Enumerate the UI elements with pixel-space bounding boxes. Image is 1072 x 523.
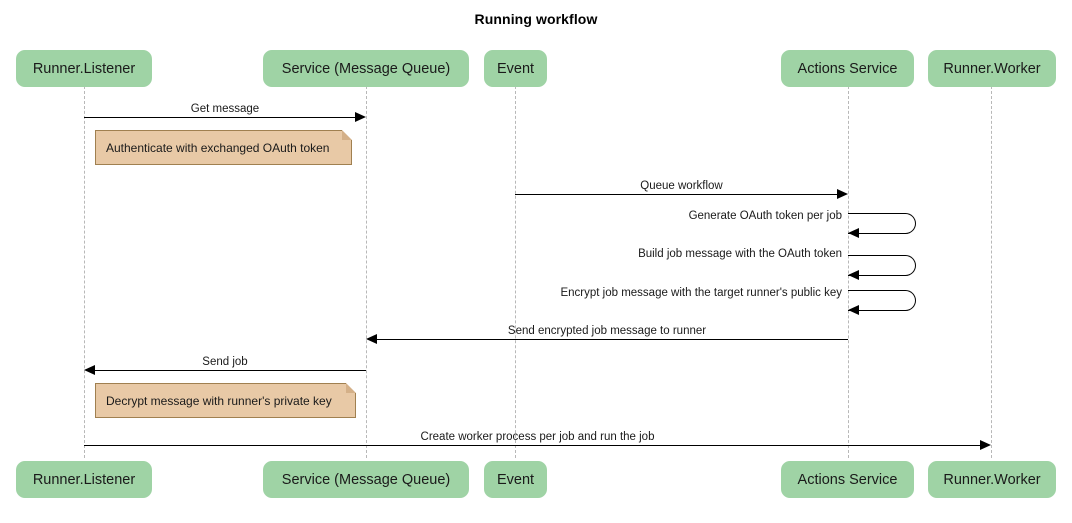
participant-runner-worker-top[interactable]: Runner.Worker <box>928 50 1056 87</box>
arrow-head-send-encrypted-job-message-to-runner <box>366 334 377 344</box>
arrow-head-send-job <box>84 365 95 375</box>
lifeline-runner-worker <box>991 86 992 458</box>
message-line-send-job <box>95 370 366 371</box>
message-label-get-message: Get message <box>190 103 260 115</box>
arrow-head-encrypt-job-message-with-the-target-runners-public-key <box>848 305 859 315</box>
arrow-head-create-worker-process-per-job-and-run-the-job <box>980 440 991 450</box>
note-fold-authenticate <box>342 130 352 140</box>
message-label-generate-oauth-token-per-job: Generate OAuth token per job <box>688 210 842 222</box>
message-label-queue-workflow: Queue workflow <box>640 180 723 192</box>
message-label-send-job: Send job <box>202 356 248 368</box>
diagram-title: Running workflow <box>474 11 598 27</box>
self-loop-build-job-message-with-the-oauth-token <box>848 255 916 276</box>
participant-actions-service-bottom[interactable]: Actions Service <box>781 461 914 498</box>
note-fold-decrypt <box>346 383 356 393</box>
note-decrypt: Decrypt message with runner's private ke… <box>95 383 356 418</box>
message-label-send-encrypted-job-message-to-runner: Send encrypted job message to runner <box>507 325 707 337</box>
participant-event-bottom[interactable]: Event <box>484 461 547 498</box>
participant-runner-worker-bottom[interactable]: Runner.Worker <box>928 461 1056 498</box>
participant-event-top[interactable]: Event <box>484 50 547 87</box>
participant-service-message-queue-top[interactable]: Service (Message Queue) <box>263 50 469 87</box>
message-label-encrypt-job-message-with-the-target-runners-public-key: Encrypt job message with the target runn… <box>560 287 842 299</box>
self-loop-encrypt-job-message-with-the-target-runners-public-key <box>848 290 916 311</box>
arrow-head-get-message <box>355 112 366 122</box>
arrow-head-build-job-message-with-the-oauth-token <box>848 270 859 280</box>
note-authenticate: Authenticate with exchanged OAuth token <box>95 130 352 165</box>
message-line-create-worker-process-per-job-and-run-the-job <box>84 445 980 446</box>
lifeline-service-message-queue <box>366 86 367 458</box>
message-line-send-encrypted-job-message-to-runner <box>377 339 848 340</box>
participant-actions-service-top[interactable]: Actions Service <box>781 50 914 87</box>
arrow-head-queue-workflow <box>837 189 848 199</box>
message-line-queue-workflow <box>515 194 837 195</box>
lifeline-event <box>515 86 516 458</box>
participant-service-message-queue-bottom[interactable]: Service (Message Queue) <box>263 461 469 498</box>
participant-runner-listener-top[interactable]: Runner.Listener <box>16 50 152 87</box>
message-label-build-job-message-with-the-oauth-token: Build job message with the OAuth token <box>638 248 842 260</box>
self-loop-generate-oauth-token-per-job <box>848 213 916 234</box>
participant-runner-listener-bottom[interactable]: Runner.Listener <box>16 461 152 498</box>
lifeline-runner-listener <box>84 86 85 458</box>
arrow-head-generate-oauth-token-per-job <box>848 228 859 238</box>
message-line-get-message <box>84 117 355 118</box>
message-label-create-worker-process-per-job-and-run-the-job: Create worker process per job and run th… <box>420 431 655 443</box>
